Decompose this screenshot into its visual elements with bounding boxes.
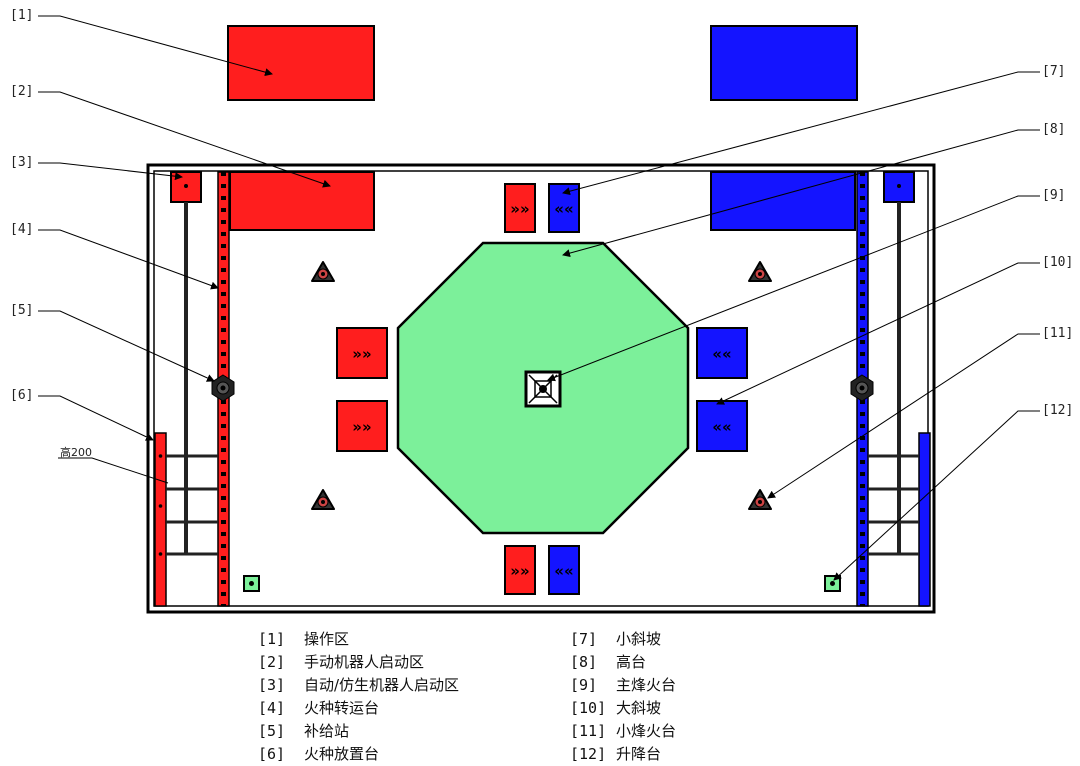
blue-big-ramp-upper-arrows: ««: [712, 345, 731, 363]
legend-item: [11] 小烽火台: [570, 720, 676, 742]
blue-small-ramp-bottom: [548, 545, 580, 595]
legend-label: 小烽火台: [616, 722, 677, 740]
legend-item: [5] 补给站: [258, 720, 349, 742]
callout-1: [1]: [10, 8, 34, 23]
red-manual-start-zone: [229, 171, 375, 231]
red-supply-station: [211, 374, 235, 402]
legend-num: [2]: [258, 653, 286, 671]
blue-lift-platform: [824, 575, 841, 592]
legend-label: 火种转运台: [304, 699, 380, 717]
legend-item: [8] 高台: [570, 651, 646, 673]
legend-num: [6]: [258, 745, 286, 763]
legend-num: [5]: [258, 722, 286, 740]
legend-item: [12] 升降台: [570, 743, 661, 765]
legend-num: [3]: [258, 676, 286, 694]
red-small-ramp-bottom: [504, 545, 536, 595]
blue-big-ramp-lower: [696, 400, 748, 452]
small-beacon-tower-bottom-right: [748, 489, 772, 510]
blue-big-ramp-upper: [696, 327, 748, 379]
blue-auto-rail: [897, 202, 901, 554]
legend-num: [11]: [570, 722, 607, 740]
blue-operation-zone: [710, 25, 858, 101]
red-big-ramp-lower-arrows: »»: [352, 418, 371, 436]
small-beacon-tower-top-right: [748, 261, 772, 282]
red-big-ramp-upper-arrows: »»: [352, 345, 371, 363]
leader-line-5: [38, 310, 215, 382]
callout-11: [11]: [1042, 326, 1074, 341]
height-note-leader: [58, 457, 169, 484]
callout-4: [4]: [10, 222, 34, 237]
legend-item: [7] 小斜坡: [570, 628, 661, 650]
red-small-ramp-top: [504, 183, 536, 233]
legend-label: 主烽火台: [616, 676, 677, 694]
leader-line-9: [547, 195, 1040, 382]
callout-3: [3]: [10, 155, 34, 170]
small-beacon-tower-bottom-left: [311, 489, 335, 510]
legend-label: 火种放置台: [304, 745, 380, 763]
blue-auto-start-dot: [897, 184, 901, 188]
legend-num: [4]: [258, 699, 286, 717]
red-big-ramp-lower: [336, 400, 388, 452]
legend-num: [7]: [570, 630, 598, 648]
leader-line-3: [38, 162, 183, 181]
leader-line-12: [833, 410, 1040, 581]
legend-item: [4] 火种转运台: [258, 697, 379, 719]
legend-label: 补给站: [304, 722, 350, 740]
red-operation-zone: [227, 25, 375, 101]
red-auto-rail: [184, 202, 188, 554]
leader-line-2: [38, 91, 331, 188]
blue-big-ramp-lower-arrows: ««: [712, 418, 731, 436]
callout-5: [5]: [10, 303, 34, 318]
legend-num: [1]: [258, 630, 286, 648]
callout-12: [12]: [1042, 403, 1074, 418]
legend-num: [10]: [570, 699, 607, 717]
blue-supply-station: [850, 374, 874, 402]
legend-label: 手动机器人启动区: [304, 653, 425, 671]
legend-label: 操作区: [304, 630, 350, 648]
legend-label: 大斜坡: [616, 699, 662, 717]
red-ladder: [166, 454, 218, 556]
leader-line-6: [38, 395, 154, 441]
red-big-ramp-upper: [336, 327, 388, 379]
red-lift-platform: [243, 575, 260, 592]
blue-ladder: [868, 454, 919, 556]
legend-item: [3] 自动/仿生机器人启动区: [258, 674, 459, 696]
blue-small-ramp-bottom-arrows: ««: [554, 562, 573, 580]
red-seed-placement-strip: [154, 432, 167, 607]
leader-line-4: [38, 229, 219, 290]
leader-line-7: [562, 71, 1040, 196]
legend-label: 高台: [616, 653, 647, 671]
legend-item: [9] 主烽火台: [570, 674, 676, 696]
height-note: 高200: [60, 446, 92, 459]
legend-item: [1] 操作区: [258, 628, 349, 650]
leader-line-11: [767, 333, 1040, 499]
callout-9: [9]: [1042, 188, 1066, 203]
callout-2: [2]: [10, 84, 34, 99]
callout-10: [10]: [1042, 255, 1074, 270]
small-beacon-tower-top-left: [311, 261, 335, 282]
legend-num: [8]: [570, 653, 598, 671]
legend-num: [9]: [570, 676, 598, 694]
callout-8: [8]: [1042, 122, 1066, 137]
legend-num: [12]: [570, 745, 607, 763]
red-small-ramp-bottom-arrows: »»: [510, 562, 529, 580]
callout-7: [7]: [1042, 64, 1066, 79]
legend-item: [6] 火种放置台: [258, 743, 379, 765]
callout-6: [6]: [10, 388, 34, 403]
legend-label: 自动/仿生机器人启动区: [304, 676, 460, 694]
field-outer-border: [146, 163, 936, 614]
leader-line-10: [716, 262, 1040, 405]
leader-line-1: [38, 15, 273, 77]
leader-line-8: [562, 129, 1040, 258]
legend-label: 小斜坡: [616, 630, 662, 648]
red-small-ramp-top-arrows: »»: [510, 200, 529, 218]
legend-item: [2] 手动机器人启动区: [258, 651, 424, 673]
blue-small-ramp-top-arrows: ««: [554, 200, 573, 218]
blue-seed-placement-strip: [918, 432, 931, 607]
field-inner-border: [153, 170, 929, 607]
red-auto-start-dot: [184, 184, 188, 188]
legend-label: 升降台: [616, 745, 662, 763]
legend-item: [10] 大斜坡: [570, 697, 661, 719]
